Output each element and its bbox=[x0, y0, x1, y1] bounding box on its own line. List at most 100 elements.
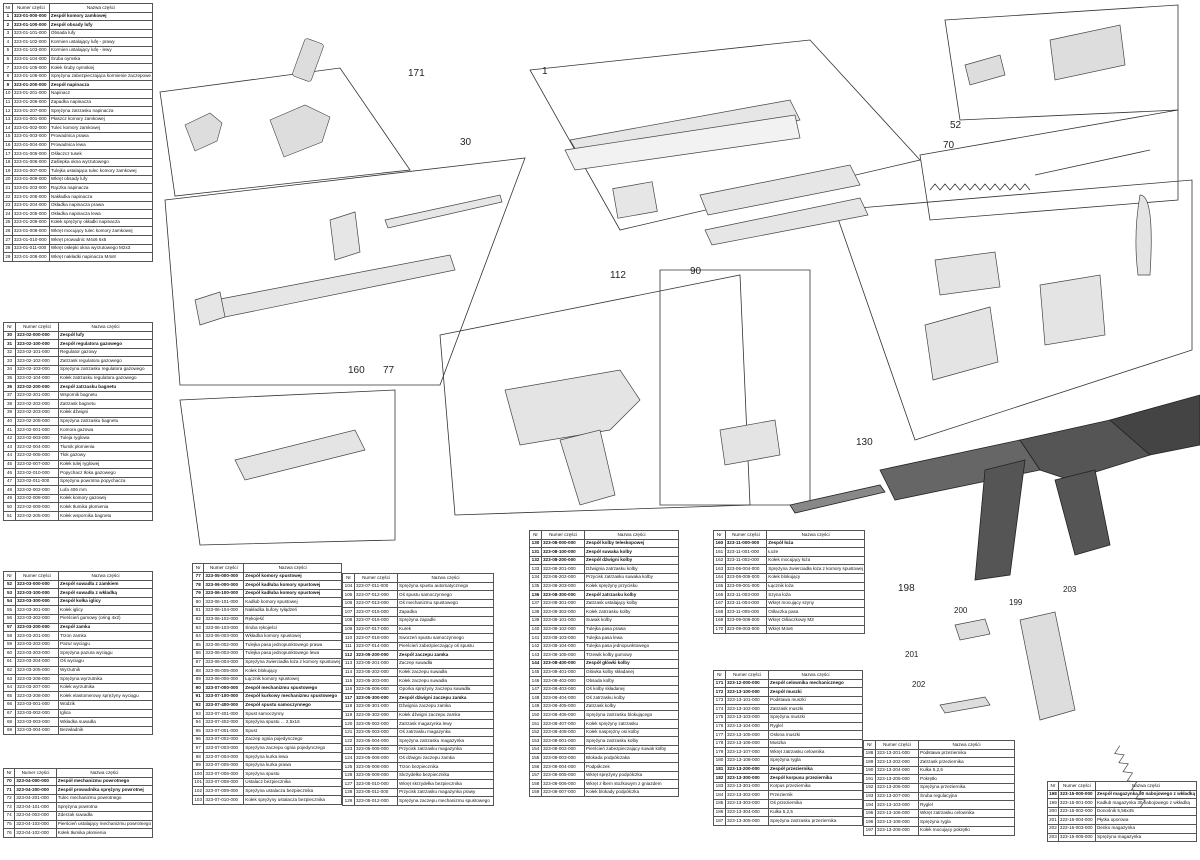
bolt-carrier bbox=[1049, 24, 1126, 81]
part-name-cell: Wkręt M4x6 bbox=[766, 624, 865, 635]
catalog-number-cell: 323-15-005-000 bbox=[1057, 832, 1096, 843]
part-name-cell: Bezwładnik bbox=[58, 725, 153, 736]
part-name-cell: Sprężyna zatrzasku przeziernika bbox=[768, 816, 863, 826]
handguard bbox=[234, 429, 366, 481]
charging-block bbox=[612, 181, 658, 219]
callout-198: 198 bbox=[898, 583, 915, 594]
group-130-box bbox=[834, 179, 1193, 441]
part-name-cell: Kołek mocujący pokrętło bbox=[918, 825, 1015, 836]
callout-112: 112 bbox=[610, 270, 626, 281]
front-sight-base bbox=[184, 112, 223, 152]
callout-202: 202 bbox=[912, 680, 926, 689]
part-name-cell: Sprężyna magazynka bbox=[1094, 832, 1198, 843]
callout-130: 130 bbox=[856, 437, 873, 448]
callout-70: 70 bbox=[943, 140, 955, 151]
group-1-box bbox=[529, 39, 921, 231]
callout-77: 77 bbox=[383, 365, 395, 376]
floor-plate bbox=[939, 696, 991, 714]
callout-160: 160 bbox=[348, 365, 365, 376]
callout-1: 1 bbox=[542, 66, 548, 77]
bolt bbox=[964, 54, 1006, 86]
group-171-box bbox=[159, 67, 411, 197]
flash-hider bbox=[194, 291, 226, 326]
magazine-body bbox=[1019, 611, 1076, 721]
callout-171: 171 bbox=[408, 68, 425, 79]
callout-90: 90 bbox=[690, 266, 702, 277]
barrel bbox=[214, 254, 456, 319]
group-30-box bbox=[164, 157, 526, 386]
recoil-spring bbox=[929, 149, 1151, 191]
receiver-rail-left bbox=[699, 164, 861, 216]
gas-block bbox=[329, 211, 361, 261]
cheek-piece bbox=[934, 251, 1001, 296]
group-70-box bbox=[919, 109, 1179, 221]
group-160-box bbox=[179, 389, 396, 546]
stock-body bbox=[924, 306, 999, 381]
pistol-grip bbox=[559, 429, 616, 506]
trigger-housing bbox=[719, 419, 781, 466]
rear-sight-base bbox=[269, 104, 331, 158]
gas-piston-rod bbox=[384, 194, 503, 229]
callout-200: 200 bbox=[954, 606, 968, 615]
part-number-cell: 103 bbox=[191, 795, 205, 805]
magazine-spring bbox=[1114, 745, 1146, 809]
part-name-cell: Kołek blokady podpółczka bbox=[584, 787, 679, 798]
part-name-cell: Kołek sprężyny ustalacza bezpiecznika bbox=[243, 795, 342, 805]
callout-199: 199 bbox=[1009, 598, 1023, 607]
callout-203: 203 bbox=[1063, 585, 1077, 594]
part-name-cell: Sprężyna zaczepu mechanizmu spustowego bbox=[397, 796, 494, 807]
receiver-rail-right bbox=[704, 197, 869, 246]
catalog-number-cell: 323-01-208-000 bbox=[11, 252, 50, 262]
group-90-box bbox=[659, 269, 811, 506]
callout-30: 30 bbox=[460, 137, 472, 148]
stock-slide bbox=[1039, 274, 1106, 346]
callout-201: 201 bbox=[905, 650, 919, 659]
assembled-rifle bbox=[789, 394, 1200, 581]
callout-52: 52 bbox=[950, 120, 962, 131]
follower bbox=[954, 618, 991, 641]
rear-sight-aperture bbox=[292, 38, 324, 82]
stock-buttplate bbox=[1135, 194, 1152, 276]
part-name-cell: Wkręt nakładki napinacza M4x8 bbox=[48, 252, 154, 262]
